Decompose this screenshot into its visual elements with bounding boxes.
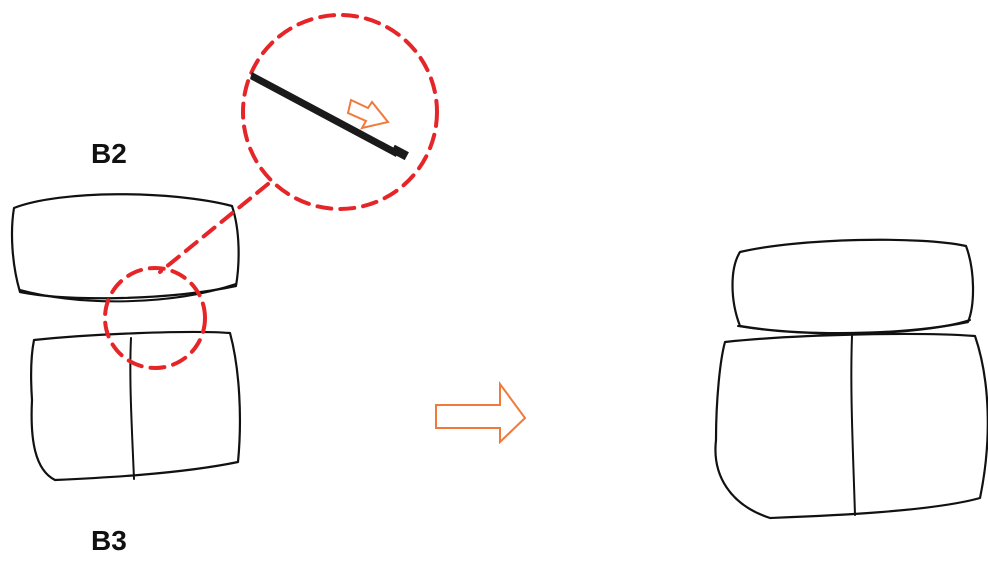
cushion-label-b2: B2 bbox=[91, 138, 127, 169]
callout-connector bbox=[158, 182, 270, 274]
zip-strap-icon bbox=[250, 72, 409, 161]
cushion-label-b3: B3 bbox=[91, 525, 127, 556]
cushion-b3-separated bbox=[30, 330, 242, 482]
cushion-b3-assembled bbox=[714, 332, 988, 520]
strap-direction-arrow-icon bbox=[346, 98, 390, 130]
cushion-b2-separated bbox=[10, 193, 240, 303]
detail-callout-small bbox=[103, 266, 207, 370]
detail-callout-large bbox=[241, 13, 439, 211]
right-arrow-icon bbox=[435, 380, 527, 445]
cushion-b2-assembled bbox=[731, 238, 975, 335]
